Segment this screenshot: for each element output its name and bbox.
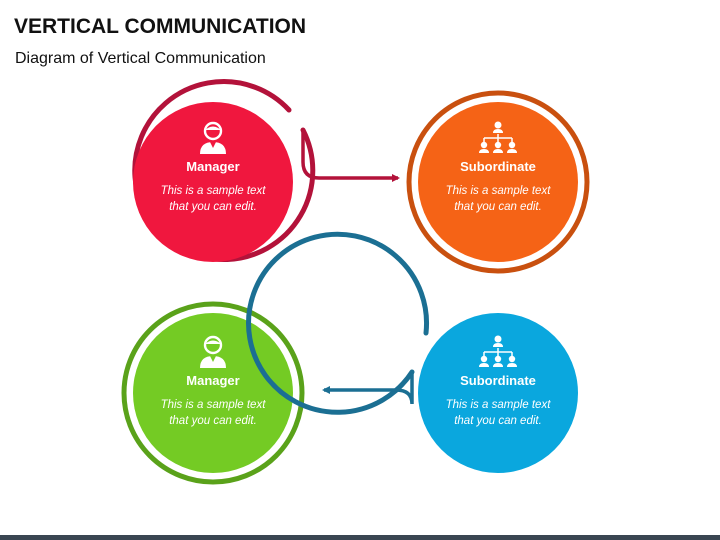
person-icon	[200, 121, 226, 154]
node-subordinate-bottom	[246, 231, 578, 473]
node-description: This is a sample text that you can edit.	[445, 185, 551, 213]
node-text-manager-bottom: Manager This is a sample text that you c…	[138, 335, 288, 429]
arrow-subordinate-to-manager	[322, 372, 414, 405]
node-manager-top	[132, 79, 316, 262]
node-text-manager-top: Manager This is a sample text that you c…	[138, 121, 288, 215]
ring-subordinate-bottom	[246, 231, 430, 415]
node-label: Subordinate	[460, 373, 536, 388]
node-text-subordinate-top: Subordinate This is a sample text that y…	[423, 121, 573, 215]
page-title: VERTICAL COMMUNICATION	[14, 15, 307, 38]
node-description: This is a sample text that you can edit.	[445, 399, 551, 427]
org-chart-icon	[479, 335, 517, 367]
person-icon	[200, 335, 226, 368]
node-label: Manager	[186, 373, 240, 388]
circle-subordinate-bottom	[418, 313, 578, 473]
circle-subordinate-top	[418, 102, 578, 262]
page-subtitle: Diagram of Vertical Communication	[15, 50, 266, 67]
ring-subordinate-top	[406, 90, 590, 274]
node-text-subordinate-bottom: Subordinate This is a sample text that y…	[423, 335, 573, 429]
node-subordinate-top	[406, 90, 590, 274]
circle-manager-top	[133, 102, 293, 262]
org-chart-icon	[479, 121, 517, 153]
node-label: Subordinate	[460, 159, 536, 174]
ring-manager-bottom	[121, 301, 305, 485]
node-description: This is a sample text that you can edit.	[160, 185, 266, 213]
arrow-manager-to-subordinate	[301, 130, 400, 182]
node-description: This is a sample text that you can edit.	[160, 399, 266, 427]
footer-bar	[0, 535, 720, 540]
node-label: Manager	[186, 159, 240, 174]
